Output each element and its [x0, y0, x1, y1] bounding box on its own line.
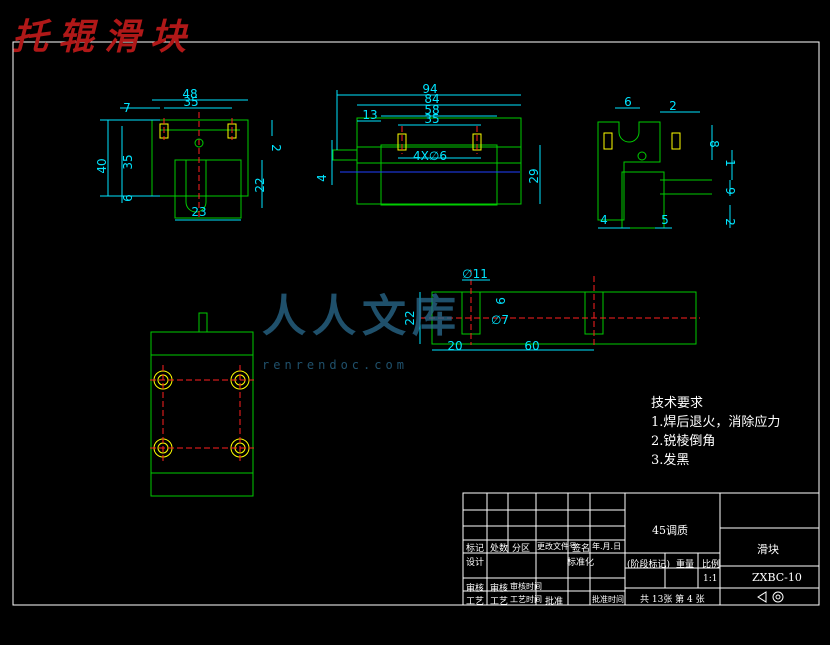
- tb-cell: 审核: [466, 584, 485, 594]
- tb-cell: 工艺时间: [510, 595, 542, 604]
- tb-cell: 工艺: [490, 597, 509, 607]
- side-view: [332, 117, 522, 206]
- tech-requirements-heading: 技术要求: [651, 396, 704, 411]
- right-hole-circle: [637, 151, 647, 161]
- dimension-label-pin: ∅11: [462, 267, 488, 281]
- front-dims: [100, 99, 273, 221]
- top-centerlines: [150, 365, 254, 463]
- dimension-label-front: 7: [123, 101, 131, 115]
- dimension-label-side: 4X∅6: [413, 149, 447, 163]
- dimension-label-front: 6: [121, 194, 135, 202]
- side-centerlines: [401, 126, 478, 154]
- dimension-label-side: 84: [424, 92, 439, 106]
- front-centerlines: [163, 112, 233, 220]
- top-view: [150, 312, 254, 497]
- part-name: 滑块: [757, 543, 779, 556]
- dimension-label-side: 13: [362, 108, 377, 122]
- tb-cell: 标记: [466, 544, 485, 554]
- tb-cell: 处数: [490, 544, 509, 554]
- dimension-label-right: 2: [723, 218, 737, 226]
- dimension-label-front: 40: [95, 158, 109, 173]
- dimension-label-side: 94: [422, 82, 437, 96]
- dimension-label-right: 6: [624, 95, 632, 109]
- drawing-number: ZXBC-10: [752, 571, 802, 584]
- dimension-label-right: 5: [661, 213, 669, 227]
- sheet-count: 共 13张 第 4 张: [640, 595, 705, 605]
- tb-cell: 分区: [512, 544, 531, 554]
- side-dims: [331, 90, 541, 204]
- dimension-label-side: 35: [424, 112, 439, 126]
- dimension-label-front: 35: [121, 154, 135, 169]
- dimension-label-pin: 20: [447, 339, 462, 353]
- watermark-text: 人人文库: [262, 291, 462, 342]
- tb-cell: 设计: [466, 558, 485, 568]
- drawing-title: 托辊滑块: [12, 16, 197, 58]
- tb-cell: 标准化: [567, 558, 595, 568]
- front-view: [151, 119, 249, 219]
- dimension-label-side: 4: [315, 174, 329, 182]
- dimension-label-right: 9: [723, 187, 737, 195]
- dimension-label-right: 8: [707, 140, 721, 148]
- dimension-label-side: 29: [527, 168, 541, 183]
- tb-cell: 工艺: [466, 597, 485, 607]
- dimension-label-pin: 9: [493, 297, 507, 305]
- watermark-url: renrendoc.com: [262, 358, 408, 372]
- drawing-frame: [12, 41, 820, 606]
- tb-cell: 批准: [545, 597, 564, 607]
- title-block: [462, 492, 820, 606]
- top-view-holes: [153, 370, 250, 458]
- right-view-holes: [603, 132, 681, 150]
- weight-label: 重量: [676, 560, 695, 570]
- material-label: 45调质: [652, 524, 688, 537]
- scale-label: 比例: [702, 560, 721, 570]
- dimension-label-right: 4: [600, 213, 608, 227]
- dimension-label-pin: ∅7: [491, 313, 509, 327]
- tb-cell: 年.月.日: [592, 542, 622, 551]
- dimension-label-front: 22: [253, 177, 267, 192]
- title-block-icons: [757, 591, 784, 603]
- dimension-label-right: 1: [723, 159, 737, 167]
- dimension-label-front: 48: [182, 87, 197, 101]
- side-view-holes: [397, 133, 482, 151]
- front-view-holes: [159, 123, 237, 139]
- dimension-label-right: 2: [669, 99, 677, 113]
- tech-item: 1.焊后退火，消除应力: [651, 415, 781, 430]
- right-view: [597, 121, 712, 229]
- tb-cell: 审核: [490, 584, 509, 594]
- pin-centerlines: [420, 270, 700, 345]
- tech-item: 3.发黑: [651, 453, 690, 468]
- dimension-label-front: 2: [269, 144, 283, 152]
- front-hole-circle: [194, 138, 204, 148]
- dimension-label-front: 23: [191, 205, 206, 219]
- dimension-label-front: 35: [183, 95, 198, 109]
- dimension-label-side: 58: [424, 103, 439, 117]
- dimension-label-pin: 60: [524, 339, 539, 353]
- right-dims: [598, 107, 733, 229]
- dimension-label-pin: 22: [403, 310, 417, 325]
- tech-item: 2.锐棱倒角: [651, 434, 716, 449]
- tb-cell: 批准时间: [592, 595, 624, 604]
- tb-cell: 签名: [572, 544, 591, 554]
- tb-cell: 审核时间: [510, 582, 542, 591]
- stage-label: (阶段标记): [627, 560, 671, 570]
- pin-dims: [419, 279, 594, 351]
- scale-value: 1:1: [703, 574, 718, 584]
- tb-cell: 更改文件号: [537, 542, 577, 551]
